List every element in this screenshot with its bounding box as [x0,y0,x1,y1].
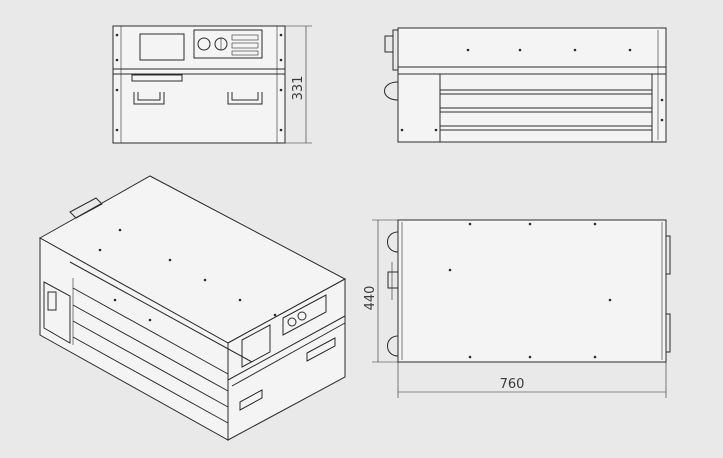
depth-dimension-label: 760 [500,377,525,392]
front-right-handle [227,92,263,105]
height-dimension-label: 331 [291,76,306,101]
top-view: 440 760 [363,219,671,398]
front-control-panel [193,29,263,59]
iso-control-panel [282,294,327,336]
front-display-screen [139,33,185,61]
side-connector [384,35,394,53]
front-view: 331 [112,25,312,144]
top-view-handle-lower [387,335,399,357]
front-label-strip [131,74,183,82]
front-left-handle [133,92,165,105]
width-dimension-label: 440 [363,286,378,311]
depth-dimension: 760 [397,362,667,398]
width-dimension: 440 [363,219,398,363]
side-view [384,27,667,143]
isometric-view [38,175,347,441]
iso-display-screen [241,324,271,368]
side-handle [384,81,399,101]
height-dimension: 331 [285,25,312,144]
top-view-connector [387,271,399,289]
top-view-handle-upper [387,231,399,253]
